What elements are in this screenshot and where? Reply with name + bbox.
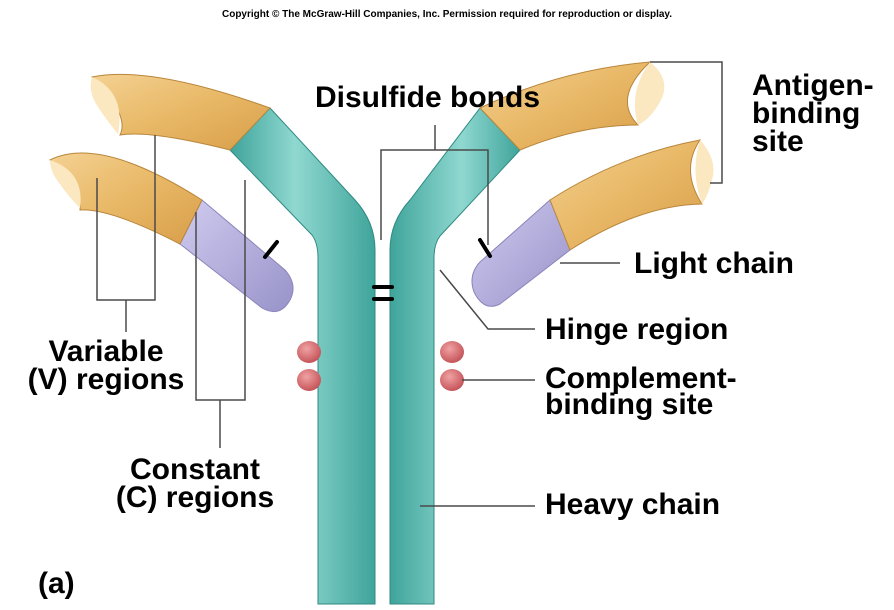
- complement-bead: [297, 369, 321, 391]
- variable-line-2: (V) regions: [6, 366, 206, 394]
- left-disulfide-bond: [265, 242, 277, 257]
- complement-bead: [440, 369, 464, 391]
- left-light-constant-region: [180, 200, 293, 312]
- constant-line-1: Constant: [90, 456, 300, 484]
- hinge-region-label: Hinge region: [545, 316, 728, 344]
- right-light-variable-cup: [695, 140, 713, 204]
- complement-binding-site-label: Complement- binding site: [545, 366, 737, 418]
- complement-bead: [297, 341, 321, 363]
- heavy-chain-label: Heavy chain: [545, 491, 720, 519]
- antigen-binding-site-label: Antigen- binding site: [752, 72, 874, 156]
- antigen-line-1: Antigen-: [752, 72, 874, 100]
- antigen-line-3: site: [752, 128, 874, 156]
- disulfide-bonds-label: Disulfide bonds: [315, 84, 540, 112]
- antigen-line-2: binding: [752, 100, 874, 128]
- complement-bead: [440, 341, 464, 363]
- panel-label: (a): [38, 570, 75, 598]
- variable-regions-label: Variable (V) regions: [6, 338, 206, 394]
- constant-regions-label: Constant (C) regions: [90, 456, 300, 512]
- complement-line-2: binding site: [545, 392, 737, 418]
- variable-line-1: Variable: [6, 338, 206, 366]
- right-light-variable-region: [550, 140, 702, 250]
- right-light-chain: [472, 140, 714, 306]
- light-chain-label: Light chain: [634, 250, 794, 278]
- constant-line-2: (C) regions: [90, 484, 300, 512]
